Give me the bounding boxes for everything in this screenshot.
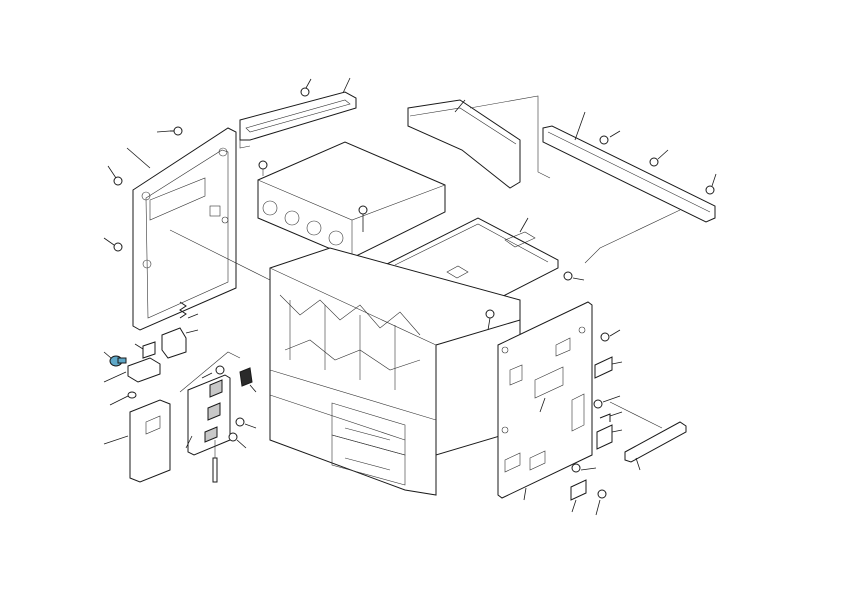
board-rod: [212, 440, 218, 483]
screw-top-left-strip: [300, 77, 351, 97]
top-right-cover: [407, 99, 521, 189]
guide-left-panel: [169, 229, 271, 281]
highlighted-screw: [103, 351, 127, 367]
screw-right-panel-1: [600, 329, 621, 342]
small-pad: [134, 341, 156, 359]
screw-board-3: [228, 432, 247, 449]
right-side-cover-panel: [497, 301, 593, 499]
scanner-unit: [257, 141, 446, 259]
guide-control-board: [179, 351, 241, 393]
screw-rear-strip-1: [599, 130, 621, 145]
screw-right-panel-bottom: [571, 463, 597, 473]
screw-board-1: [201, 365, 225, 379]
guide-top-right-cover: [469, 95, 551, 179]
guide-top-tray: [584, 209, 681, 264]
screw-right-panel-2: [593, 395, 621, 409]
black-sensor-block: [239, 367, 257, 393]
screw-left-panel-bottom: [103, 237, 123, 252]
guide-right-rail: [609, 401, 663, 429]
screw-board-2: [235, 417, 257, 429]
right-panel-small-plate: [570, 479, 587, 513]
right-panel-latch: [599, 411, 623, 422]
leader-right-panel: [523, 487, 527, 501]
right-panel-bracket-2: [596, 424, 623, 450]
right-panel-bracket-1: [594, 356, 623, 379]
screw-rear-strip-2: [649, 149, 669, 167]
control-board: [185, 374, 231, 456]
spring-part: [179, 301, 199, 319]
left-cover-panel: [132, 127, 237, 331]
screw-scanner: [358, 205, 368, 232]
screw-main-body: [485, 309, 495, 331]
screw-right-panel-lowest: [595, 489, 607, 516]
lever-bracket: [103, 357, 161, 383]
screw-rear-strip-3: [705, 173, 717, 195]
front-left-door-panel: [103, 399, 171, 483]
top-left-cover-strip: [239, 91, 357, 149]
interlock-switch-block: [161, 327, 199, 359]
screw-top-tray: [563, 271, 585, 281]
screw-left-panel-top: [156, 126, 183, 136]
washer: [109, 391, 137, 406]
screw-top-left-strip-lower: [258, 160, 268, 176]
screw-left-panel-left: [107, 165, 123, 186]
rear-right-cover-strip: [542, 111, 716, 223]
right-cover-rail: [624, 421, 687, 471]
leader-left-panel: [126, 147, 151, 169]
